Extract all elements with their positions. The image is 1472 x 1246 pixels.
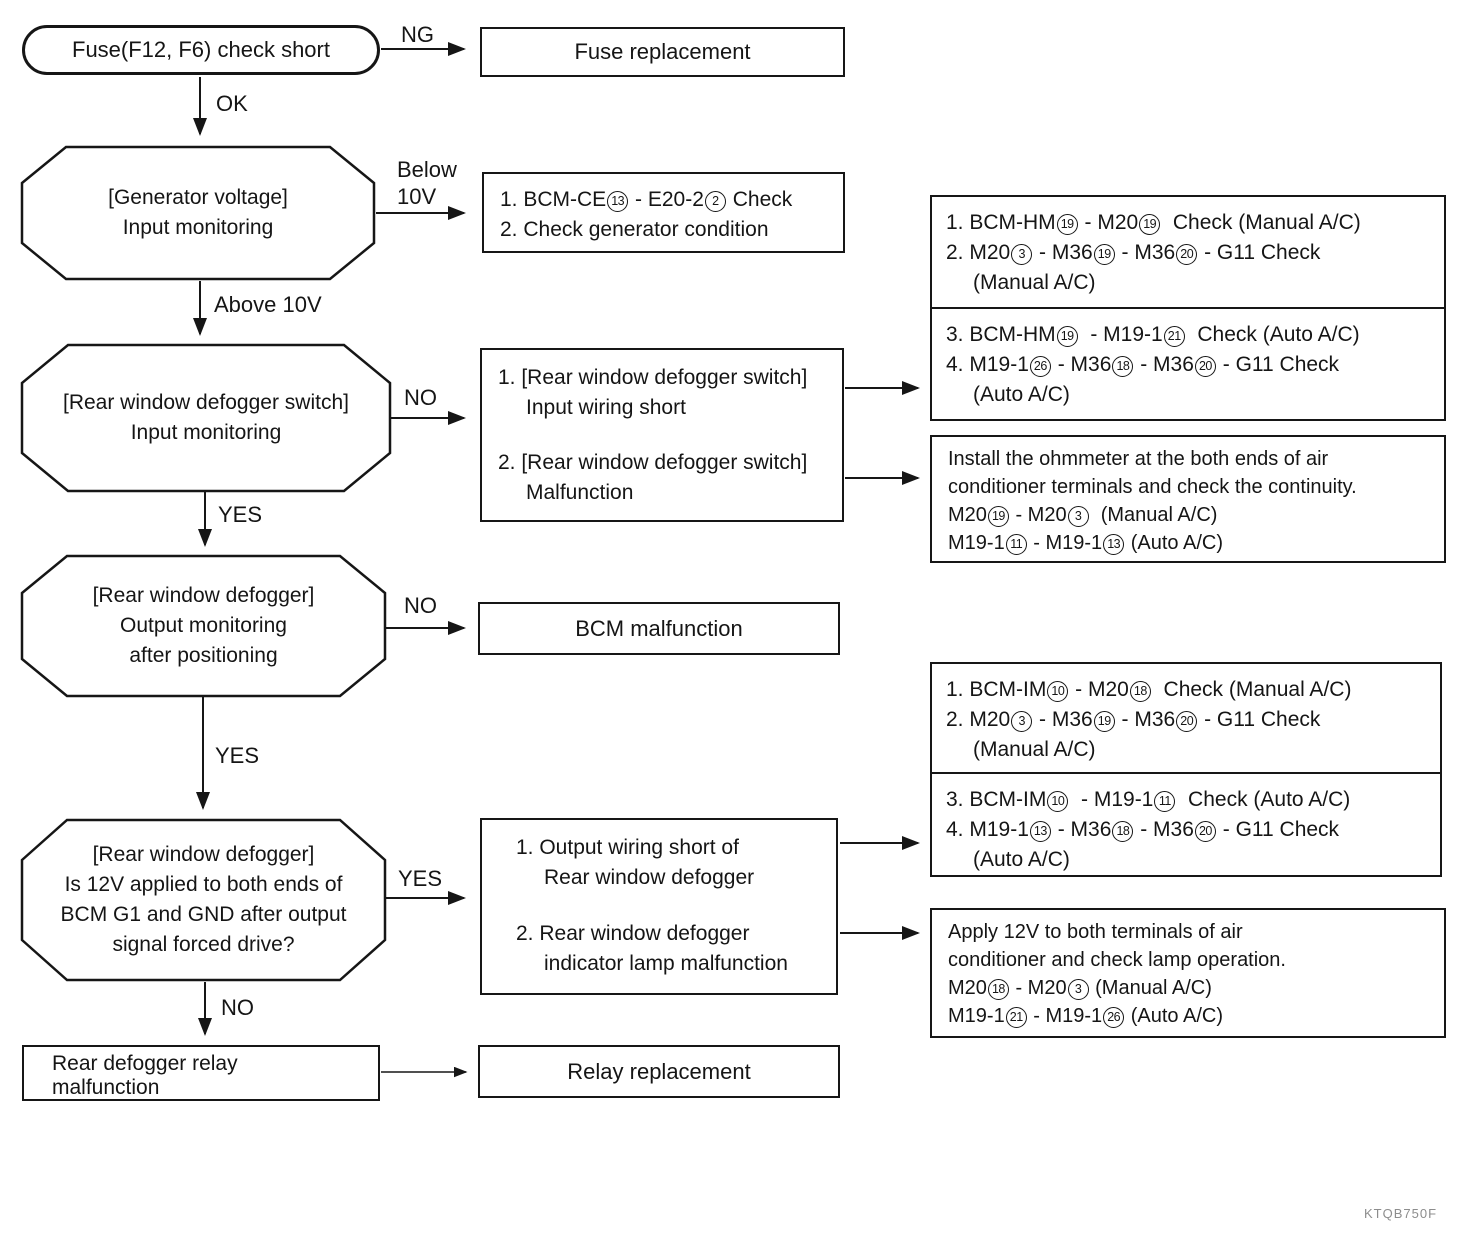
edge-label-switch-yes: YES [218, 502, 263, 527]
node-line: Malfunction [526, 481, 634, 504]
node-line: Input monitoring [122, 216, 274, 239]
node-line: Input wiring short [526, 396, 686, 419]
node-fuse-replacement-label: Fuse replacement [574, 39, 751, 64]
node-line: malfunction [52, 1076, 160, 1099]
edge-label-switch-no: NO [404, 385, 437, 410]
edge-label-output-yes: YES [215, 743, 260, 768]
node-line: signal forced drive? [112, 933, 295, 956]
flow-arrows [193, 42, 920, 1078]
node-defogger-output-monitoring: [Rear window defogger] Output monitoring… [22, 556, 385, 696]
node-line: (Auto A/C) [973, 848, 1070, 871]
node-defogger-switch-input: [Rear window defogger switch] Input moni… [22, 345, 390, 491]
node-line: 2. [Rear window defogger switch] [498, 451, 808, 474]
node-relay-replacement-label: Relay replacement [567, 1058, 751, 1084]
node-switch-input-wiring-short: 1. [Rear window defogger switch] Input w… [480, 348, 844, 436]
node-line: Input monitoring [130, 421, 282, 444]
node-line: [Rear window defogger] [92, 843, 315, 866]
node-generator-voltage: [Generator voltage] Input monitoring [22, 147, 374, 279]
node-line: 2. Rear window defogger [516, 922, 750, 945]
edge-label-below-10v: Below 10V [397, 156, 457, 210]
edge-label-apply-no: NO [221, 995, 254, 1020]
edge-label-line: 10V [397, 184, 437, 209]
edge-label-line: Below [397, 157, 457, 182]
node-line: 2. Check generator condition [500, 218, 769, 241]
node-line: Is 12V applied to both ends of [64, 873, 343, 896]
node-line: (Manual A/C) [973, 271, 1096, 294]
node-line: 1. Output wiring short of [516, 836, 739, 859]
node-line: [Generator voltage] [108, 186, 288, 209]
node-ohmmeter-check: Install the ohmmeter at the both ends of… [930, 435, 1446, 563]
edge-label-above-10v: Above 10V [214, 292, 322, 317]
node-line: (Auto A/C) [973, 383, 1070, 406]
node-defogger-12v-check: [Rear window defogger] Is 12V applied to… [22, 820, 385, 980]
node-switch-malfunction: 2. [Rear window defogger switch] Malfunc… [480, 434, 844, 522]
node-apply-12v-check: Apply 12V to both terminals of air condi… [930, 908, 1446, 1038]
node-output-wiring-short: 1. Output wiring short of Rear window de… [480, 818, 838, 906]
node-line: conditioner and check lamp operation. [948, 949, 1286, 971]
edge-label-apply-yes: YES [398, 866, 443, 891]
node-bcm-malfunction-label: BCM malfunction [575, 615, 743, 641]
node-generator-voltage-shape [20, 145, 376, 281]
node-line: Rear window defogger [544, 866, 755, 889]
node-fuse-check: Fuse(F12, F6) check short [22, 25, 380, 75]
node-line: BCM G1 and GND after output [60, 903, 347, 926]
node-relay-malfunction: Rear defogger relay malfunction [22, 1045, 380, 1101]
node-defogger-12v-check-shape [20, 818, 387, 982]
node-line: Output monitoring [120, 614, 287, 637]
node-line: [Rear window defogger] [92, 584, 315, 607]
node-line: [Rear window defogger switch] [63, 391, 349, 414]
node-fuse-check-label: Fuse(F12, F6) check short [72, 37, 330, 62]
node-defogger-switch-input-shape [20, 343, 392, 493]
node-bcm-malfunction: BCM malfunction [478, 602, 840, 655]
node-indicator-lamp-malfunction: 2. Rear window defogger indicator lamp m… [480, 904, 838, 995]
node-line: after positioning [129, 644, 278, 667]
octagon-shapes [20, 145, 392, 982]
node-line: Rear defogger relay [52, 1052, 238, 1075]
figure-code: KTQB750F [1364, 1206, 1438, 1221]
node-line: Install the ohmmeter at the both ends of… [948, 448, 1329, 470]
node-line: Apply 12V to both terminals of air [948, 921, 1243, 943]
node-line: 1. [Rear window defogger switch] [498, 366, 808, 389]
node-line: conditioner terminals and check the cont… [948, 476, 1357, 498]
node-relay-replacement: Relay replacement [478, 1045, 840, 1098]
edge-label-ng: NG [401, 22, 434, 47]
node-fuse-replacement: Fuse replacement [480, 27, 845, 77]
node-line: (Manual A/C) [973, 738, 1096, 761]
node-line: indicator lamp malfunction [544, 952, 788, 975]
edge-label-output-no: NO [404, 593, 437, 618]
node-defogger-output-monitoring-shape [20, 554, 387, 698]
edge-label-ok: OK [216, 91, 248, 116]
